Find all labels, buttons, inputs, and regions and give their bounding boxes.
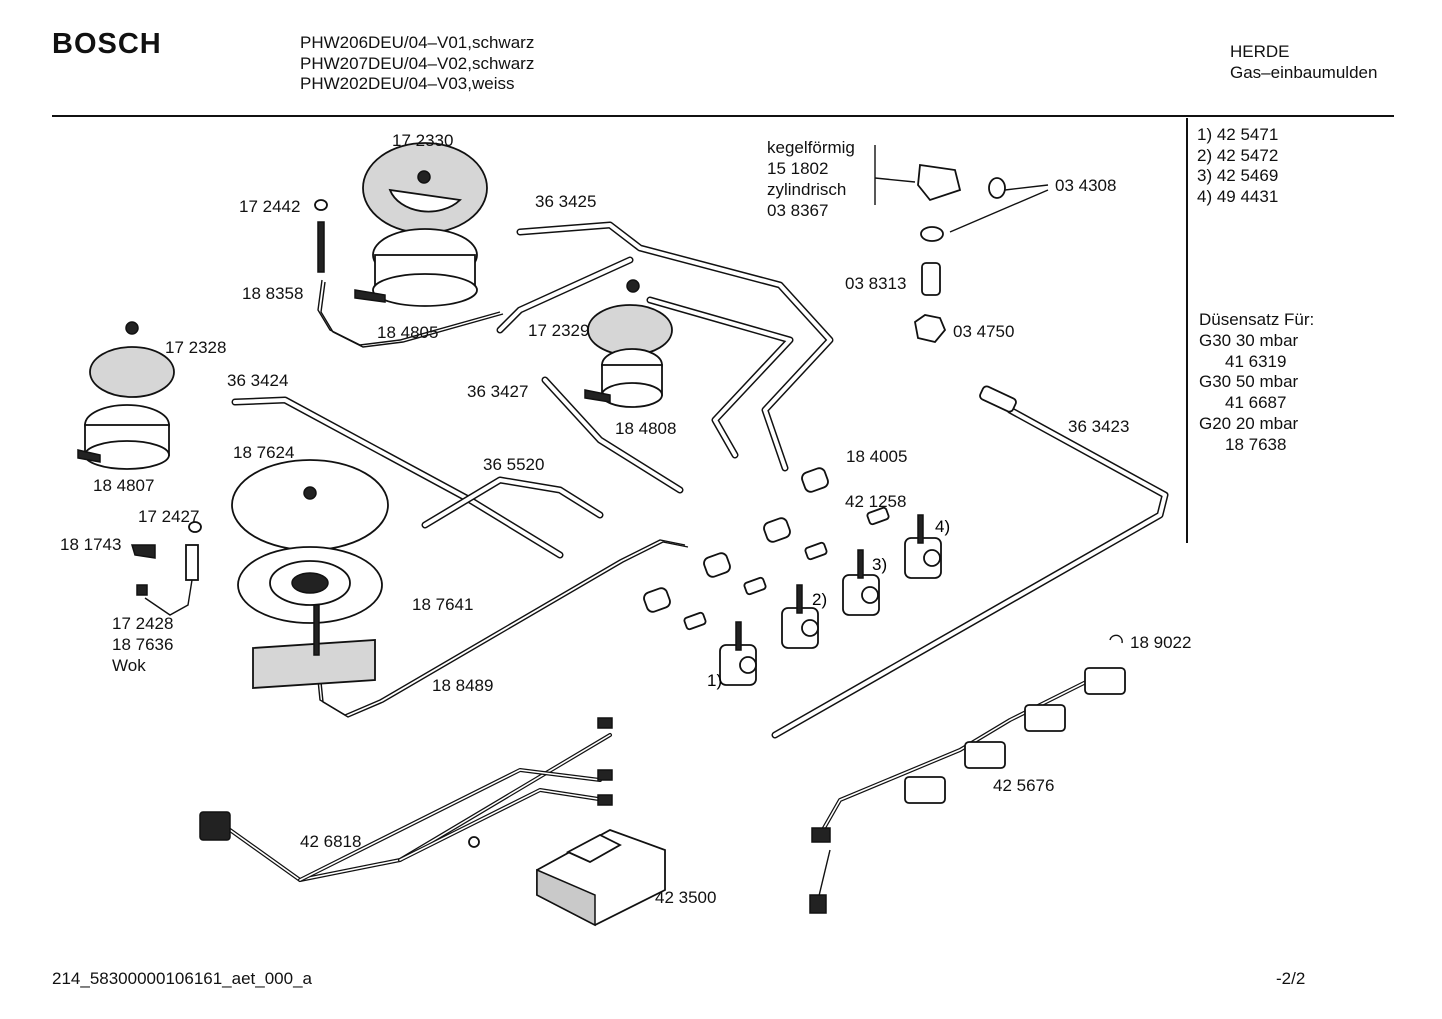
part-label-188489: 18 8489 <box>432 676 494 695</box>
ignition-switches <box>809 667 1126 914</box>
nozzles <box>643 467 890 631</box>
legend-item: 2) 42 5472 <box>1197 145 1279 165</box>
valve-3-label: 3) <box>872 555 887 574</box>
wok-burner <box>231 459 389 689</box>
part-label-187641: 18 7641 <box>412 595 474 614</box>
part-label-363427: 36 3427 <box>467 382 529 401</box>
nozzle-set-title: Düsensatz Für: <box>1199 310 1315 329</box>
small-parts <box>130 199 1123 644</box>
burner-rear-left <box>354 142 488 307</box>
model-line: PHW202DEU/04–V03,weiss <box>300 74 515 93</box>
nozzle-part: 18 7638 <box>1225 434 1287 454</box>
part-label-038313: 03 8313 <box>845 274 907 293</box>
model-line: PHW206DEU/04–V01,schwarz <box>300 33 535 52</box>
valve-4-label: 4) <box>935 517 950 536</box>
legend-divider <box>1186 118 1188 543</box>
valve-1-label: 1) <box>707 671 722 690</box>
valve-2 <box>781 584 819 649</box>
document-id: 214_58300000106161_aet_000_a <box>52 969 312 988</box>
gas-pipes <box>231 221 1169 739</box>
part-label-187624: 18 7624 <box>233 443 295 462</box>
part-label-184805: 18 4805 <box>377 323 439 342</box>
part-label-kegelfoermig: kegelförmig <box>767 138 855 157</box>
part-label-172442: 17 2442 <box>239 197 301 216</box>
part-label-363425: 36 3425 <box>535 192 597 211</box>
part-label-363423: 36 3423 <box>1068 417 1130 436</box>
part-label-184808: 18 4808 <box>615 419 677 438</box>
part-label-181743: 18 1743 <box>60 535 122 554</box>
part-label-172328: 17 2328 <box>165 338 227 357</box>
model-list: PHW206DEU/04–V01,schwarz PHW207DEU/04–V0… <box>300 33 534 95</box>
part-label-zylindrisch: zylindrisch <box>767 180 847 199</box>
page-number: -2/2 <box>1276 969 1306 988</box>
legend-item: 1) 42 5471 <box>1197 125 1279 144</box>
part-label-038367: 03 8367 <box>767 201 829 220</box>
part-label-423500: 42 3500 <box>655 888 717 907</box>
burner-left <box>77 321 175 470</box>
legend-item: 3) 42 5469 <box>1197 166 1279 185</box>
nozzle-part: 41 6319 <box>1225 351 1287 371</box>
category-block: HERDE Gas–einbaumulden <box>1230 41 1377 83</box>
part-label-365520: 36 5520 <box>483 455 545 474</box>
burner-center <box>584 279 673 408</box>
part-label-184807: 18 4807 <box>93 476 155 495</box>
part-label-426818: 42 6818 <box>300 832 362 851</box>
category-title: HERDE <box>1230 42 1290 61</box>
valve-4 <box>904 514 942 579</box>
header-divider <box>52 115 1394 117</box>
part-label-172427: 17 2427 <box>138 507 200 526</box>
part-label-363424: 36 3424 <box>227 371 289 390</box>
valve-1 <box>719 621 757 686</box>
part-label-172428: 17 2428 <box>112 614 174 633</box>
part-label-421258: 42 1258 <box>845 492 907 511</box>
thermocouple-wires <box>144 279 689 718</box>
ignition-harness <box>199 717 613 882</box>
part-label-189022: 18 9022 <box>1130 633 1192 652</box>
part-label-034750: 03 4750 <box>953 322 1015 341</box>
nozzle-set-table: Düsensatz Für: G30 30 mbar 41 6319 G30 5… <box>1199 310 1314 456</box>
valve-legend: 1) 42 5471 2) 42 5472 3) 42 5469 4) 49 4… <box>1197 125 1278 207</box>
brand-logo: BOSCH <box>52 28 162 60</box>
inlet-fittings <box>914 163 1017 413</box>
part-label-188358: 18 8358 <box>242 284 304 303</box>
valve-2-label: 2) <box>812 590 827 609</box>
part-label-172330: 17 2330 <box>392 131 454 150</box>
leader-lines <box>874 145 1049 233</box>
part-label-187636: 18 7636 <box>112 635 174 654</box>
part-label-151802: 15 1802 <box>767 159 829 178</box>
part-label-wok: Wok <box>112 656 146 675</box>
nozzle-gas: G30 50 mbar <box>1199 372 1299 392</box>
valve-3 <box>842 549 880 616</box>
part-label-172329: 17 2329 <box>528 321 590 340</box>
part-label-184005: 18 4005 <box>846 447 908 466</box>
category-subtitle: Gas–einbaumulden <box>1230 63 1378 82</box>
part-label-034308: 03 4308 <box>1055 176 1117 195</box>
model-line: PHW207DEU/04–V02,schwarz <box>300 53 535 73</box>
nozzle-part: 41 6687 <box>1225 393 1287 413</box>
legend-item: 4) 49 4431 <box>1197 186 1279 206</box>
ignition-module <box>536 829 666 927</box>
part-label-425676: 42 5676 <box>993 776 1055 795</box>
nozzle-gas: G30 30 mbar <box>1199 330 1299 350</box>
nozzle-gas: G20 20 mbar <box>1199 413 1299 433</box>
